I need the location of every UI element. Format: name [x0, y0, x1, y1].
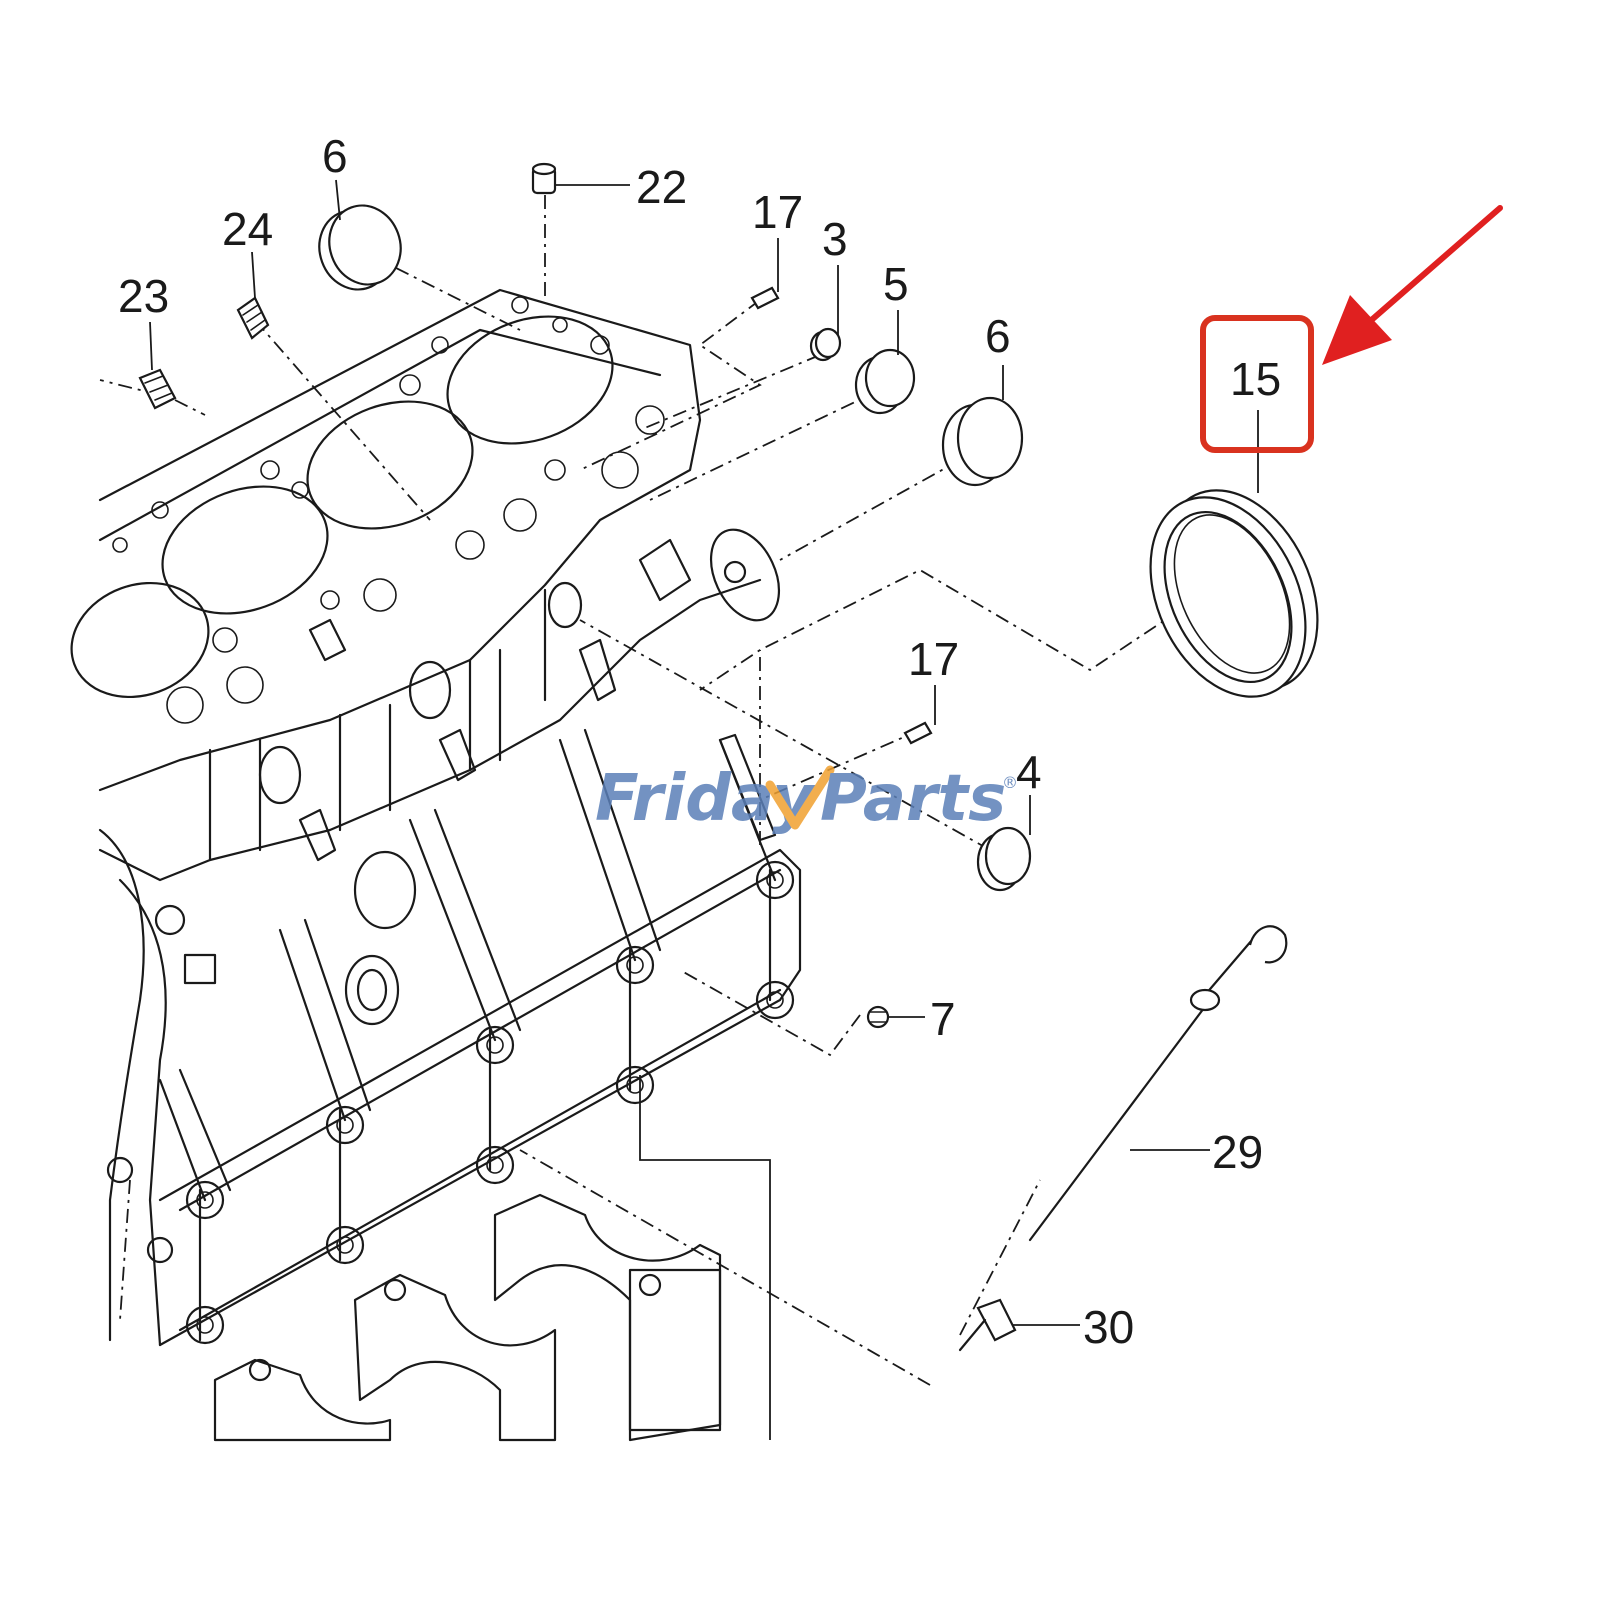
callout-22: 22 [636, 161, 687, 213]
cap-3 [809, 327, 842, 362]
bolt-23 [138, 368, 177, 410]
callout-15: 15 [1230, 353, 1281, 405]
callout-29: 29 [1212, 1126, 1263, 1178]
red-arrow [1322, 205, 1503, 365]
watermark-logo: Friday Parts ® [595, 762, 1018, 836]
engine-block [70, 288, 802, 1442]
expansion-plug-top [318, 204, 402, 291]
callout-5: 5 [883, 258, 909, 310]
plug-7 [866, 1005, 890, 1029]
watermark-text-2: Parts [820, 762, 1006, 836]
callout-6-right: 6 [985, 310, 1011, 362]
plug-5 [854, 348, 916, 415]
callout-17-middle: 17 [908, 633, 959, 685]
callout-17-top: 17 [752, 186, 803, 238]
callout-labels: 6 22 17 3 5 24 23 6 15 17 4 7 29 30 [118, 130, 1281, 1353]
highlight-box [1200, 315, 1314, 453]
dipstick-29 [1028, 925, 1288, 1242]
guide-30 [958, 1298, 1017, 1352]
plug-22 [531, 162, 557, 195]
watermark-check-icon [765, 765, 835, 830]
callout-7: 7 [930, 993, 956, 1045]
expansion-plug-right [941, 396, 1024, 487]
callout-3: 3 [822, 213, 848, 265]
leader-lines [99, 195, 1181, 1440]
callout-24: 24 [222, 203, 273, 255]
bolt-24 [236, 296, 270, 340]
callout-4: 4 [1016, 746, 1042, 798]
cap-4 [976, 826, 1032, 892]
callout-6-top: 6 [322, 130, 348, 182]
pin-17-middle [903, 721, 933, 745]
oil-seal-15 [1149, 489, 1319, 698]
callout-30: 30 [1083, 1301, 1134, 1353]
watermark-registered: ® [1002, 773, 1018, 792]
callout-23: 23 [118, 270, 169, 322]
pin-17-top [750, 286, 780, 310]
small-parts [138, 162, 1319, 1352]
